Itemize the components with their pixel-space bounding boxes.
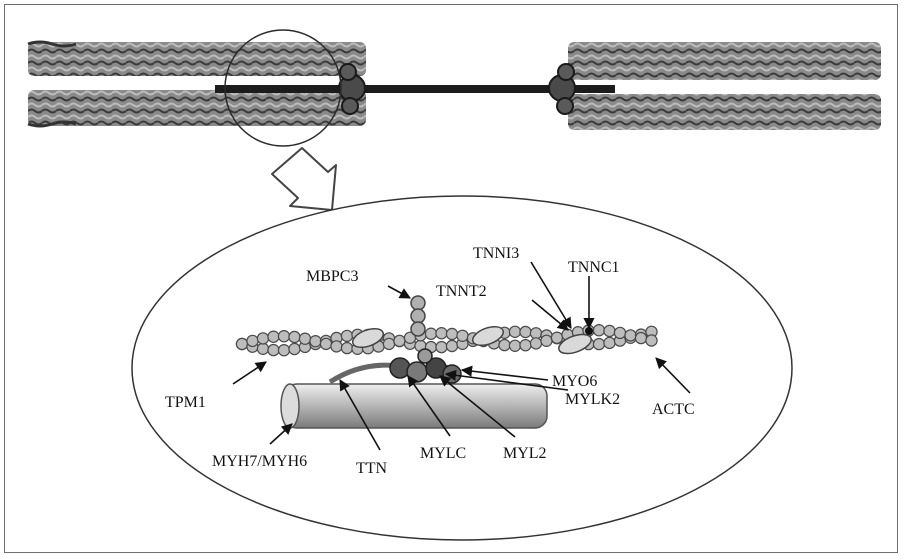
actin-bead [320,338,331,349]
actin-bead [604,325,615,336]
actin-bead [268,331,279,342]
actin-bead [446,328,457,339]
label-mylk2: MYLK2 [565,391,620,408]
actin-bead [257,343,268,354]
actin-bead [289,331,300,342]
actin-bead [593,339,604,350]
actin-bead [278,345,289,356]
actin-bead [425,328,436,339]
label-tpm1: TPM1 [165,394,206,411]
actin-bead [530,338,541,349]
mbpc3-beads [411,296,425,336]
detail-ellipse [132,196,792,540]
label-tnni3: TNNI3 [473,245,519,262]
actin-bead [551,332,562,343]
label-myl2: MYL2 [503,445,547,462]
actin-bead [436,328,447,339]
actin-bead [509,340,520,351]
actin-bead [436,342,447,353]
left-filament-bundle [28,42,366,126]
label-mbpc3: MBPC3 [306,268,358,285]
actin-bead [593,325,604,336]
actin-bead [341,343,352,354]
actin-bead [509,326,520,337]
actin-bead [268,345,279,356]
actin-bead [341,330,352,341]
label-myh7-myh6: MYH7/MYH6 [212,453,307,470]
actin-bead [457,330,468,341]
label-tnnc1: TNNC1 [568,259,620,276]
actin-bead [278,331,289,342]
actin-bead [383,338,394,349]
actin-bead [635,333,646,344]
actin-bead [520,340,531,351]
label-actc: ACTC [652,401,695,418]
label-myo6: MYO6 [552,373,597,390]
label-ttn: TTN [356,460,388,477]
actin-bead [446,340,457,351]
sarcomere-overview [28,30,881,146]
myosin-rod [281,384,547,428]
actin-bead [604,337,615,348]
label-tnnt2: TNNT2 [436,283,487,300]
zoom-arrow-icon [272,148,336,210]
actin-bead [247,335,258,346]
actin-bead [625,330,636,341]
actin-bead [257,333,268,344]
label-mylc: MYLC [420,445,466,462]
actin-bead [299,333,310,344]
actin-bead [614,327,625,338]
actin-bead [541,335,552,346]
actin-bead [499,340,510,351]
actin-bead [236,338,247,349]
actin-bead [331,341,342,352]
actin-bead [646,335,657,346]
actin-bead [310,336,321,347]
actin-bead [289,343,300,354]
troponin-dot [585,327,593,335]
actin-bead [394,335,405,346]
actin-bead [520,326,531,337]
